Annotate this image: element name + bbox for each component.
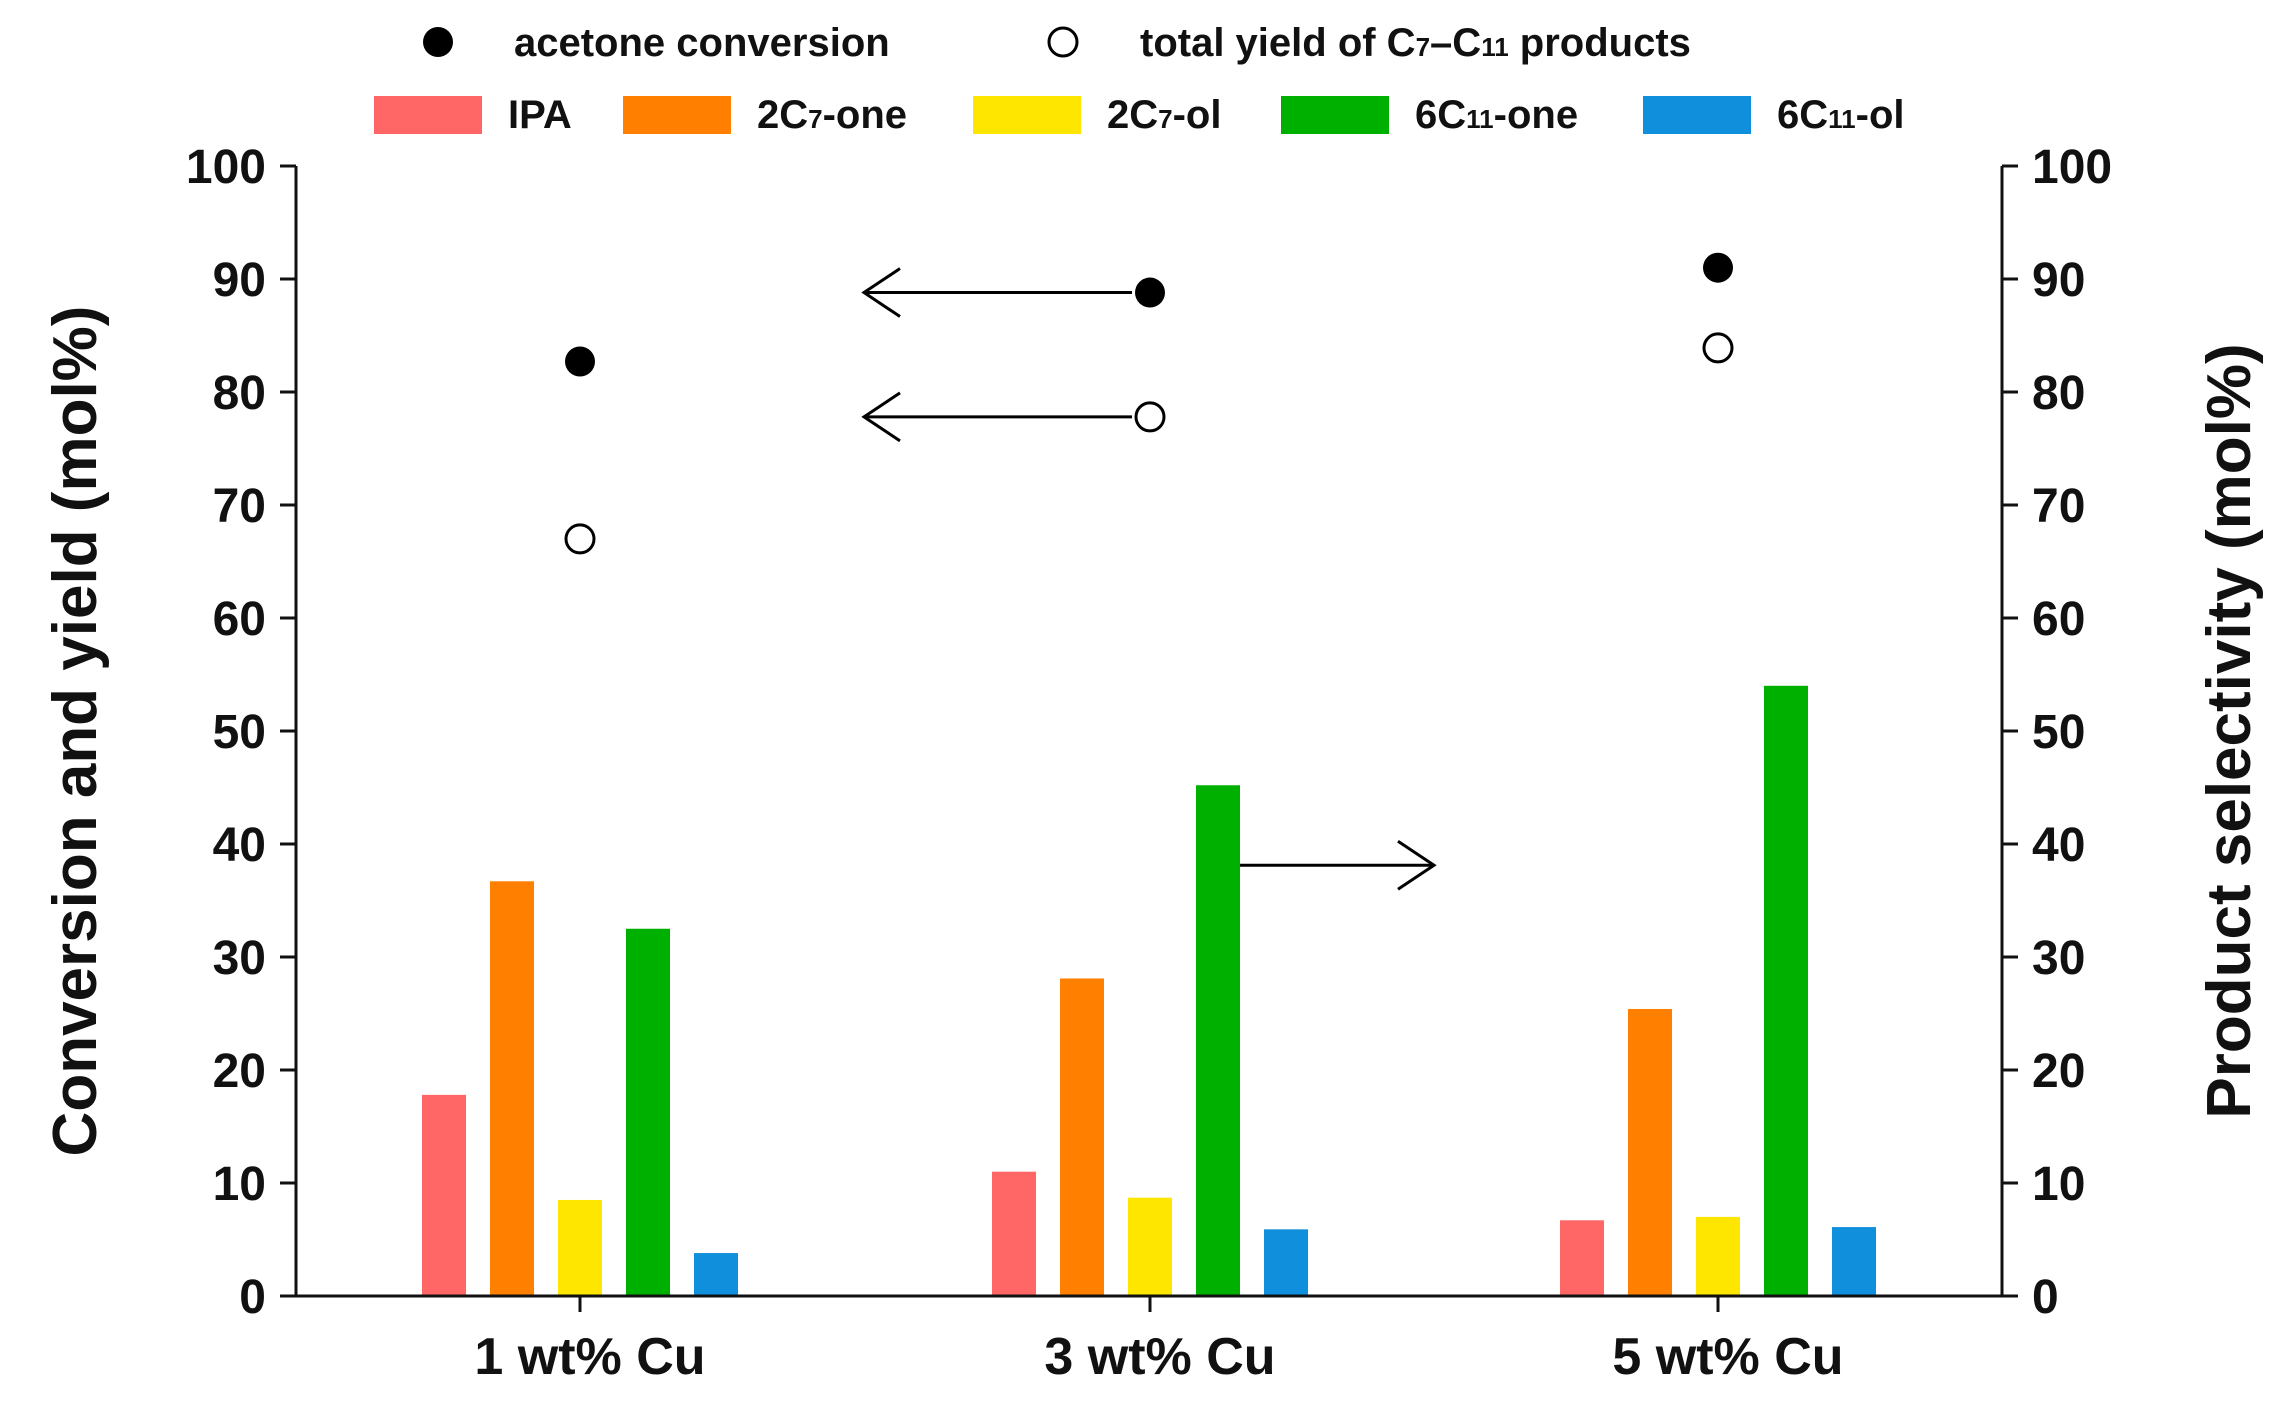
bar-6c11-one-3	[1764, 685, 1808, 1296]
bar-6c11-ol-2	[1264, 1229, 1308, 1296]
legend-marker-total-yield	[1047, 26, 1079, 58]
right-tick-label: 10	[2032, 1158, 2085, 1211]
bar-ipa-3	[1560, 1220, 1604, 1296]
left-axis-title: Conversion and yield (mol%)	[41, 306, 110, 1157]
legend-marker-acetone-conversion	[423, 27, 453, 57]
right-tick-label: 80	[2032, 367, 2085, 420]
left-tick-label: 10	[213, 1158, 266, 1211]
right-tick-label: 20	[2032, 1045, 2085, 1098]
legend-label-6c11-one: 6C11-one	[1415, 93, 1578, 137]
legend-label-total-yield: total yield of C7–C11 products	[1140, 21, 1691, 65]
legend-label-ipa: IPA	[508, 93, 572, 137]
right-axis-title: Product selectivity (mol%)	[2195, 343, 2264, 1118]
legend-label-2c7-ol: 2C7-ol	[1107, 93, 1221, 137]
right-tick-label: 60	[2032, 593, 2085, 646]
x-tick-label: 3 wt% Cu	[1044, 1328, 1275, 1386]
legend-swatch-2c7-one	[623, 96, 731, 134]
point-total-yield-1	[564, 523, 596, 555]
point-acetone-conversion-3	[1703, 252, 1733, 283]
x-tick-label: 5 wt% Cu	[1612, 1328, 1843, 1386]
bar-6c11-one-2	[1196, 785, 1240, 1296]
right-tick-label: 50	[2032, 706, 2085, 759]
right-tick-label: 0	[2032, 1271, 2059, 1324]
legend-label-acetone-conversion: acetone conversion	[514, 21, 890, 65]
bar-2c7-one-1	[490, 881, 534, 1296]
bar-ipa-1	[422, 1094, 466, 1296]
left-tick-label: 70	[213, 480, 266, 533]
bar-2c7-one-3	[1628, 1008, 1672, 1296]
bar-6c11-ol-1	[694, 1253, 738, 1296]
bar-6c11-ol-3	[1832, 1227, 1876, 1296]
left-tick-label: 0	[239, 1271, 266, 1324]
legend-swatch-6c11-ol	[1643, 96, 1751, 134]
bar-ipa-2	[992, 1171, 1036, 1296]
bar-2c7-one-2	[1060, 978, 1104, 1296]
left-tick-label: 80	[213, 367, 266, 420]
arrow-selectivity-to-right-axis-head	[1397, 839, 1437, 891]
legend-label-2c7-one: 2C7-one	[757, 93, 907, 137]
point-total-yield-2	[1134, 401, 1166, 433]
right-tick-label: 70	[2032, 480, 2085, 533]
legend-swatch-2c7-ol	[973, 96, 1081, 134]
bar-6c11-one-1	[626, 928, 670, 1296]
right-tick-label: 100	[2032, 141, 2112, 194]
arrow-yield-to-left-axis-head	[861, 391, 901, 443]
left-tick-label: 90	[213, 254, 266, 307]
left-tick-label: 30	[213, 932, 266, 985]
bars	[422, 685, 1876, 1296]
axes: 0 0 10 10 20 20 30 30 40 40 50 50 60 60 70 70 80 80 90 90 10…	[41, 141, 2264, 1386]
bar-2c7-ol-2	[1128, 1197, 1172, 1296]
right-tick-label: 90	[2032, 254, 2085, 307]
bar-2c7-ol-1	[558, 1199, 602, 1296]
left-tick-label: 40	[213, 819, 266, 872]
point-acetone-conversion-2	[1135, 277, 1165, 308]
annotation-arrows	[861, 267, 1437, 891]
scatter-points	[564, 252, 1734, 555]
right-tick-label: 40	[2032, 819, 2085, 872]
x-tick-label: 1 wt% Cu	[474, 1328, 705, 1386]
legend-label-6c11-ol: 6C11-ol	[1777, 93, 1905, 137]
legend-swatch-ipa	[374, 96, 482, 134]
left-tick-label: 20	[213, 1045, 266, 1098]
legend: acetone conversion total yield of C7–C11 …	[374, 21, 1905, 137]
right-tick-label: 30	[2032, 932, 2085, 985]
legend-swatch-6c11-one	[1281, 96, 1389, 134]
arrow-conversion-to-left-axis-head	[861, 267, 901, 318]
left-tick-label: 100	[186, 141, 266, 194]
left-tick-label: 50	[213, 706, 266, 759]
point-acetone-conversion-1	[565, 346, 595, 377]
bar-2c7-ol-3	[1696, 1216, 1740, 1296]
point-total-yield-3	[1702, 332, 1734, 364]
left-tick-label: 60	[213, 593, 266, 646]
